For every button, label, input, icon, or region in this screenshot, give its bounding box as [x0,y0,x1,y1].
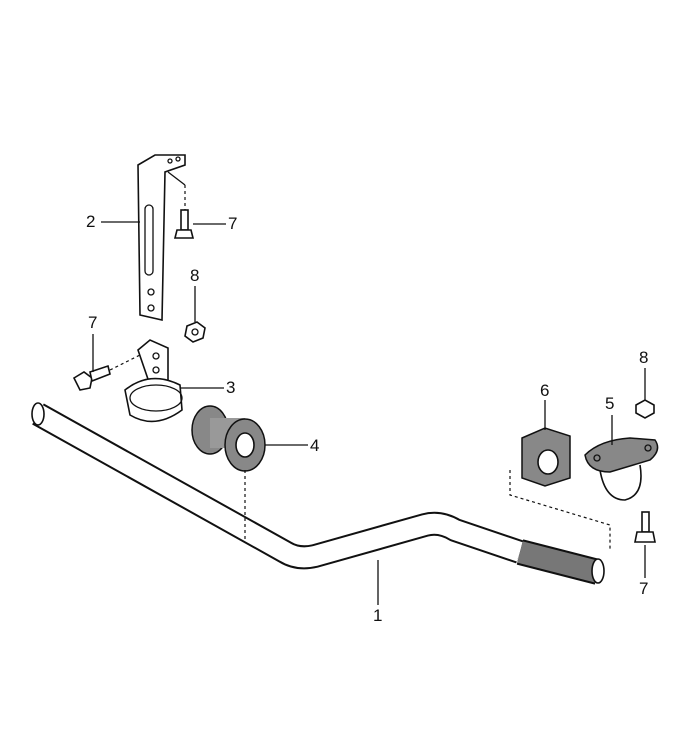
bolt-right [634,511,656,543]
clamp [124,339,183,423]
callout-7: 7 [228,214,238,233]
leader-lines [92,221,646,605]
stabilizer-bar [31,402,605,585]
callout-8: 8 [190,266,200,285]
callout-7: 7 [639,579,649,598]
callout-3: 3 [226,378,236,397]
callout-5: 5 [605,394,615,413]
nut-left [184,321,206,343]
bushing-square [509,427,611,550]
nut-right [635,399,655,419]
callout-4: 4 [310,436,320,455]
bracket [137,154,186,321]
bolt-upper [173,209,195,239]
bolt-left [72,364,111,391]
callout-2: 2 [86,212,96,231]
callout-7: 7 [88,313,98,332]
callout-6: 6 [540,381,550,400]
callout-1: 1 [373,606,383,625]
clamp-right [584,437,659,501]
callout-8: 8 [639,348,649,367]
